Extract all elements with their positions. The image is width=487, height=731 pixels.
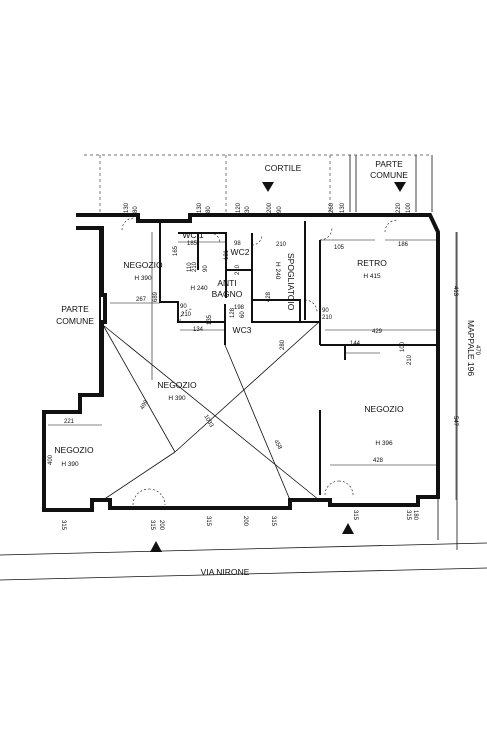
doors bbox=[121, 217, 398, 506]
dim-90c: 90 bbox=[180, 304, 187, 310]
dim-198: 198 bbox=[234, 305, 245, 311]
dim-210e: 210 bbox=[407, 354, 413, 365]
dim-top-80b: 80 bbox=[206, 206, 212, 213]
dim-1033: 1033 bbox=[202, 414, 214, 429]
dim-428a: 428 bbox=[266, 291, 272, 302]
dim-413: 413 bbox=[452, 286, 458, 297]
dim-400: 400 bbox=[48, 454, 54, 465]
dim-bot-315d: 315 bbox=[270, 516, 276, 527]
room-labels: CORTILE PARTE COMUNE PARTE COMUNE NEGOZI… bbox=[54, 159, 476, 577]
dim-428b: 428 bbox=[373, 458, 384, 464]
dim-210f: 210 bbox=[181, 312, 192, 318]
dim-top-130b: 130 bbox=[197, 202, 203, 213]
entrance-triangle-via-left bbox=[150, 541, 162, 552]
dimension-lines bbox=[48, 232, 457, 500]
dim-top-200a: 200 bbox=[267, 202, 273, 213]
dim-bot-315c: 315 bbox=[205, 516, 211, 527]
dim-131: 131 bbox=[224, 249, 230, 260]
diagonals bbox=[102, 321, 320, 501]
dim-90: 90 bbox=[203, 265, 209, 272]
dim-105: 105 bbox=[334, 245, 345, 251]
label-cortile: CORTILE bbox=[265, 163, 302, 173]
label-mappale: MAPPALE 196 bbox=[466, 320, 476, 376]
dim-210a: 210 bbox=[192, 261, 198, 272]
label-retro-h: H 415 bbox=[363, 273, 381, 280]
dim-90b: 90 bbox=[322, 308, 329, 314]
label-antibagno-2: BAGNO bbox=[212, 289, 243, 299]
label-negozio-center: NEGOZIO bbox=[157, 380, 197, 390]
label-antibagno-h: H 240 bbox=[190, 285, 208, 292]
dim-210b: 210 bbox=[235, 264, 241, 275]
label-negozio-e-h: H 396 bbox=[375, 440, 393, 447]
dim-280: 280 bbox=[280, 339, 286, 350]
interior-walls bbox=[159, 221, 438, 495]
dim-100: 100 bbox=[400, 341, 406, 352]
dim-458: 458 bbox=[272, 439, 283, 451]
label-negozio-nw-h: H 390 bbox=[134, 275, 152, 282]
entrance-triangle-cortile bbox=[262, 182, 274, 192]
label-parte-comune-top-1: PARTE bbox=[375, 159, 403, 169]
dimension-texts: 130 80 130 80 120 30 200 90 260 130 220 … bbox=[48, 202, 480, 530]
dim-185: 185 bbox=[187, 241, 198, 247]
dim-top-30: 30 bbox=[245, 206, 251, 213]
label-wc1: WC 1 bbox=[182, 230, 204, 240]
dim-top-80a: 80 bbox=[133, 206, 139, 213]
dim-134: 134 bbox=[193, 327, 204, 333]
label-negozio-nw: NEGOZIO bbox=[123, 260, 163, 270]
entrance-triangle-via-right bbox=[342, 523, 354, 534]
label-parte-comune-top-2: COMUNE bbox=[370, 170, 408, 180]
dim-499: 499 bbox=[140, 399, 151, 411]
dim-210d: 210 bbox=[322, 315, 333, 321]
dim-221: 221 bbox=[64, 419, 75, 425]
dim-top-130a: 130 bbox=[124, 202, 130, 213]
label-retro: RETRO bbox=[357, 258, 387, 268]
exterior-walls bbox=[42, 213, 440, 512]
label-parte-comune-left-2: COMUNE bbox=[56, 316, 94, 326]
dim-top-120: 120 bbox=[236, 202, 242, 213]
dim-bot-200b: 200 bbox=[242, 516, 248, 527]
dim-689: 689 bbox=[153, 291, 159, 302]
dim-top-130c: 130 bbox=[340, 202, 346, 213]
dim-bot-200: 200 bbox=[158, 520, 164, 531]
label-spogliatoio: SPOGLIATOIO bbox=[286, 253, 296, 311]
label-negozio-w-h: H 390 bbox=[61, 461, 79, 468]
dim-135: 135 bbox=[207, 314, 213, 325]
dim-165: 165 bbox=[173, 245, 179, 256]
dim-144: 144 bbox=[350, 341, 361, 347]
label-via: VIA NIRONE bbox=[201, 567, 250, 577]
dim-110: 110 bbox=[187, 262, 193, 272]
label-negozio-e: NEGOZIO bbox=[364, 404, 404, 414]
entrance-markers bbox=[150, 182, 406, 552]
dim-top-90a: 90 bbox=[277, 206, 283, 213]
entrance-triangle-parte-comune bbox=[394, 182, 406, 192]
dim-bot-180: 180 bbox=[412, 510, 418, 521]
dim-429: 429 bbox=[372, 329, 383, 335]
dim-bot-315b: 315 bbox=[149, 520, 155, 531]
dim-bot-315f: 315 bbox=[405, 510, 411, 521]
dim-98: 98 bbox=[234, 241, 241, 247]
label-wc3: WC3 bbox=[233, 325, 252, 335]
dim-top-100: 100 bbox=[406, 202, 412, 213]
label-wc2: WC2 bbox=[231, 247, 250, 257]
label-parte-comune-left-1: PARTE bbox=[61, 304, 89, 314]
dim-547: 547 bbox=[452, 416, 458, 427]
dim-top-220: 220 bbox=[396, 202, 402, 213]
dim-60: 60 bbox=[240, 311, 246, 318]
dim-128: 128 bbox=[230, 307, 236, 318]
label-negozio-center-h: H 390 bbox=[168, 395, 186, 402]
dim-186: 186 bbox=[398, 242, 409, 248]
dim-470: 470 bbox=[474, 345, 480, 356]
dim-267: 267 bbox=[136, 297, 147, 303]
label-antibagno-1: ANTI bbox=[217, 278, 236, 288]
dim-bot-315a: 315 bbox=[60, 520, 66, 531]
dim-top-260: 260 bbox=[329, 202, 335, 213]
label-spogliatoio-h: H 240 bbox=[274, 262, 281, 280]
label-negozio-w: NEGOZIO bbox=[54, 445, 94, 455]
dim-bot-315e: 315 bbox=[352, 510, 358, 521]
dim-210c: 210 bbox=[276, 242, 287, 248]
